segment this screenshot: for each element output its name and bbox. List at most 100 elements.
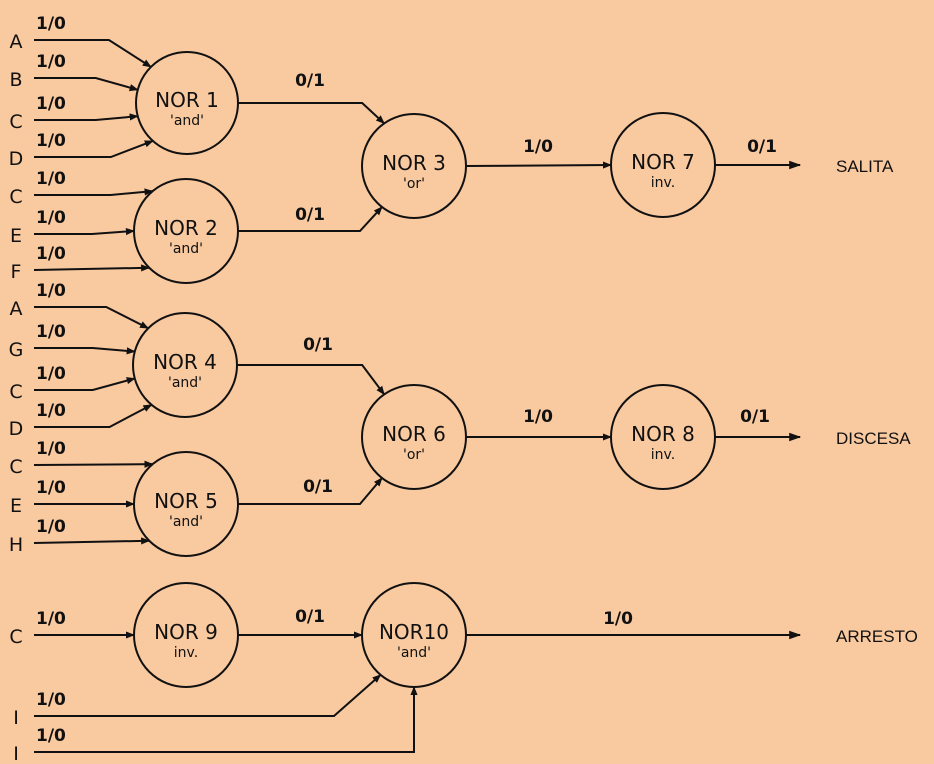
input-signal: 1/0 [36, 244, 66, 264]
input-letter: B [9, 69, 22, 91]
gate-name: NOR10 [379, 620, 449, 644]
input-letter: E [10, 495, 22, 517]
input-signal: 1/0 [36, 690, 66, 710]
gate-g5: NOR 5'and' [133, 451, 239, 557]
input-signal: 1/0 [36, 322, 66, 342]
input-wire [33, 264, 151, 272]
wire-signal: 0/1 [747, 137, 777, 157]
input-wire [34, 188, 154, 196]
input-letter: E [10, 225, 22, 247]
input-wire [34, 347, 136, 355]
input-signal: 1/0 [36, 52, 66, 72]
output-label: ARRESTO [836, 627, 918, 646]
input-letter: C [9, 111, 22, 133]
gate-name: NOR 8 [631, 422, 695, 446]
input-signal: 1/0 [36, 131, 66, 151]
gate-circle [361, 113, 467, 219]
gate-name: NOR 3 [382, 151, 446, 175]
input-letter: G [9, 339, 24, 361]
output-label: SALITA [836, 157, 894, 176]
input-wire [33, 460, 154, 468]
output-label: DISCESA [836, 429, 911, 448]
gate-function: inv. [651, 447, 675, 463]
gate-g1: NOR 1'and' [135, 51, 239, 155]
wire-g2-g3 [238, 206, 383, 232]
gate-circle [361, 582, 467, 688]
gate-circle [133, 582, 239, 688]
wire-signal: 0/1 [740, 407, 770, 427]
input-letter: D [9, 418, 24, 440]
input-signal: 1/0 [36, 439, 66, 459]
wire-g1-g3 [238, 102, 385, 125]
gate-circle [133, 178, 239, 284]
wires [33, 39, 802, 753]
wire-signal: 1/0 [603, 609, 633, 629]
input-letter: C [9, 626, 22, 648]
input-signal: 1/0 [36, 401, 66, 421]
gate-g4: NOR 4'and' [132, 312, 238, 418]
input-letter: I [13, 707, 19, 729]
gate-g3: NOR 3'or' [361, 113, 467, 219]
labels: A1/0B1/0C1/0D1/0C1/0E1/0F1/0A1/0G1/0C1/0… [9, 14, 918, 764]
wire-signal: 0/1 [295, 71, 325, 91]
gate-g6: NOR 6'or' [361, 384, 467, 490]
gate-name: NOR 9 [154, 620, 218, 644]
wire-signal: 0/1 [303, 477, 333, 497]
input-wire [34, 306, 150, 330]
gate-function: 'and' [168, 375, 202, 391]
input-letter: C [9, 381, 22, 403]
input-wire [34, 139, 154, 158]
wire-signal: 1/0 [523, 137, 553, 157]
gate-name: NOR 7 [631, 150, 695, 174]
input-wire [34, 377, 136, 391]
input-letter: A [10, 31, 23, 53]
input-signal: 1/0 [36, 14, 66, 34]
input-letter: A [10, 298, 23, 320]
wire-g5-g6 [238, 477, 383, 505]
gate-name: NOR 1 [155, 88, 219, 112]
gate-function: inv. [651, 175, 675, 191]
input-wire [34, 113, 139, 121]
input-signal: 1/0 [36, 281, 66, 301]
wire-signal: 1/0 [523, 407, 553, 427]
wire-signal: 0/1 [295, 607, 325, 627]
input-wire [34, 77, 139, 92]
input-signal: 1/0 [36, 517, 66, 537]
gate-function: 'and' [170, 113, 204, 129]
input-wire-j [34, 686, 418, 753]
gate-name: NOR 2 [154, 216, 218, 240]
gate-function: 'or' [403, 176, 425, 192]
wire-signal: 0/1 [295, 205, 325, 225]
input-signal: 1/0 [36, 478, 66, 498]
input-signal: 1/0 [36, 208, 66, 228]
gate-g2: NOR 2'and' [133, 178, 239, 284]
gate-name: NOR 4 [153, 350, 217, 374]
input-letter: D [9, 148, 24, 170]
gate-name: NOR 5 [154, 489, 218, 513]
input-wire [34, 39, 152, 68]
gate-circle [610, 112, 716, 218]
input-wire [34, 403, 153, 428]
input-signal: 1/0 [36, 94, 66, 114]
input-wire [33, 537, 151, 545]
input-signal: 1/0 [36, 364, 66, 384]
input-wire [34, 227, 135, 236]
gates: NOR 1'and'NOR 2'and'NOR 3'or'NOR 4'and'N… [132, 51, 716, 688]
gate-function: 'and' [397, 645, 431, 661]
input-signal: 1/0 [36, 609, 66, 629]
gate-function: 'or' [403, 447, 425, 463]
gate-g10: NOR10'and' [361, 582, 467, 688]
input-signal: 1/0 [36, 726, 66, 746]
gate-function: inv. [174, 645, 198, 661]
gate-circle [361, 384, 467, 490]
input-letter: F [11, 261, 22, 283]
input-signal: 1/0 [36, 169, 66, 189]
gate-function: 'and' [169, 514, 203, 530]
gate-circle [132, 312, 238, 418]
input-letter: C [9, 186, 22, 208]
